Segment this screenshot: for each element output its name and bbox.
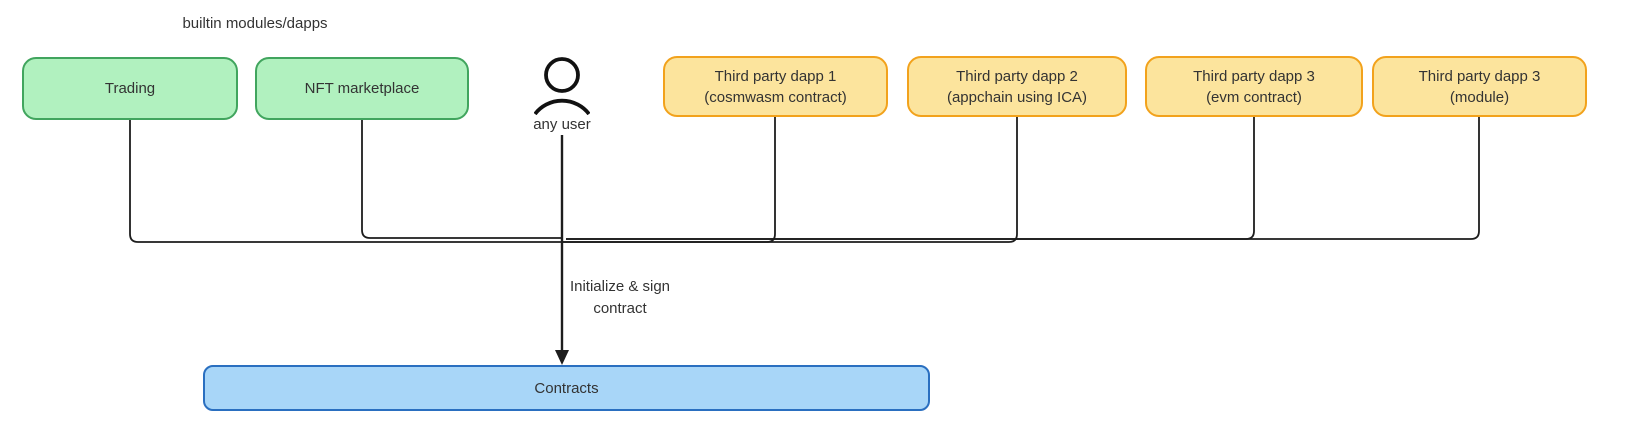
node-label-line2: (cosmwasm contract) xyxy=(704,88,847,106)
node-nft-marketplace: NFT marketplace xyxy=(255,57,469,120)
edge-trading-to-bus xyxy=(129,120,562,243)
node-third-party-dapp-3-module: Third party dapp 3 (module) xyxy=(1372,56,1587,117)
person-head xyxy=(544,57,580,93)
node-label-line1: Third party dapp 3 xyxy=(1418,67,1541,85)
builtin-group-label: builtin modules/dapps xyxy=(182,15,328,32)
node-trading-label: Trading xyxy=(104,80,156,97)
node-label-line1: Third party dapp 3 xyxy=(1193,67,1315,85)
edge-label-line2: contract xyxy=(593,300,647,317)
person-icon xyxy=(534,57,590,115)
node-label-line1: Third party dapp 2 xyxy=(956,67,1078,85)
edge-label-line1: Initialize & sign xyxy=(569,278,671,295)
edge-dapp2-to-bus xyxy=(562,117,1018,243)
node-label-line2: (evm contract) xyxy=(1206,88,1302,106)
edge-dapp3-to-bus xyxy=(566,117,1255,240)
person-shoulders xyxy=(534,98,590,115)
node-contracts-label: Contracts xyxy=(534,379,599,397)
edge-nft-to-bus xyxy=(361,120,562,239)
node-nft-marketplace-label: NFT marketplace xyxy=(304,80,420,97)
edge-label-initialize-sign: Initialize & sign contract xyxy=(545,276,695,320)
node-contracts: Contracts xyxy=(203,365,930,411)
node-trading: Trading xyxy=(22,57,238,120)
node-third-party-dapp-2: Third party dapp 2 (appchain using ICA) xyxy=(907,56,1127,117)
node-third-party-dapp-1: Third party dapp 1 (cosmwasm contract) xyxy=(663,56,888,117)
node-label-line2: (module) xyxy=(1449,88,1510,106)
edge-dapp4-to-bus xyxy=(566,117,1480,240)
node-label-line2: (appchain using ICA) xyxy=(946,88,1088,106)
user-label: any user xyxy=(533,116,591,133)
node-label-line1: Third party dapp 1 xyxy=(714,67,837,85)
arrowhead-icon xyxy=(555,350,569,365)
node-third-party-dapp-3-evm: Third party dapp 3 (evm contract) xyxy=(1145,56,1363,117)
